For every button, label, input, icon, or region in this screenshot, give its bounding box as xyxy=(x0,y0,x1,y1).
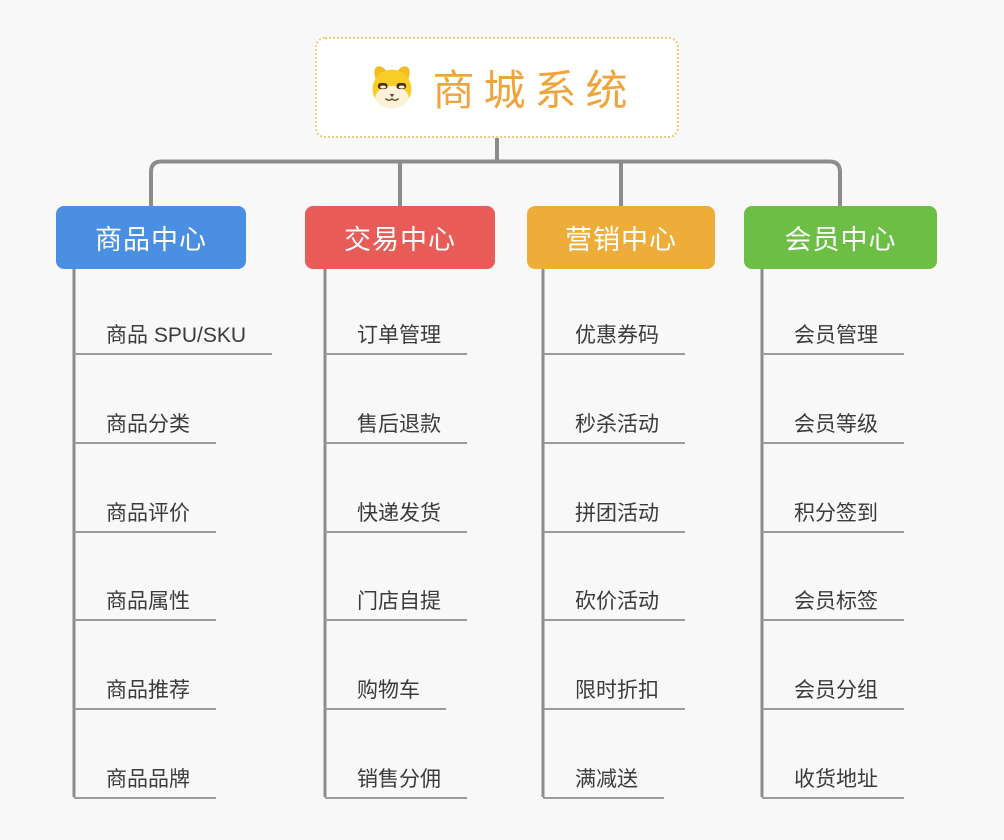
leaf-item-product-center-3[interactable]: 商品属性 xyxy=(74,589,216,621)
leaf-item-member-center-5[interactable]: 收货地址 xyxy=(762,767,904,799)
root-title: 商城系统 xyxy=(432,67,637,114)
leaf-item-marketing-center-3[interactable]: 砍价活动 xyxy=(543,589,685,621)
leaf-item-member-center-4[interactable]: 会员分组 xyxy=(762,678,904,710)
leaf-item-marketing-center-4[interactable]: 限时折扣 xyxy=(543,678,685,710)
leaf-item-trade-center-1[interactable]: 售后退款 xyxy=(325,412,467,444)
leaf-item-trade-center-2[interactable]: 快递发货 xyxy=(325,501,467,533)
leaf-item-member-center-3[interactable]: 会员标签 xyxy=(762,589,904,621)
leaf-item-trade-center-5[interactable]: 销售分佣 xyxy=(325,767,467,799)
leaf-item-product-center-1[interactable]: 商品分类 xyxy=(74,412,216,444)
branch-box-trade-center[interactable]: 交易中心 xyxy=(305,206,495,269)
leaf-item-marketing-center-1[interactable]: 秒杀活动 xyxy=(543,412,685,444)
leaf-item-member-center-0[interactable]: 会员管理 xyxy=(762,323,904,355)
leaf-item-trade-center-3[interactable]: 门店自提 xyxy=(325,589,467,621)
leaf-item-product-center-5[interactable]: 商品品牌 xyxy=(74,767,216,799)
branch-box-marketing-center[interactable]: 营销中心 xyxy=(527,206,715,269)
leaf-item-product-center-0[interactable]: 商品 SPU/SKU xyxy=(74,323,273,355)
leaf-item-trade-center-0[interactable]: 订单管理 xyxy=(325,323,467,355)
leaf-item-product-center-2[interactable]: 商品评价 xyxy=(74,501,216,533)
branch-box-member-center[interactable]: 会员中心 xyxy=(744,206,937,269)
leaf-item-member-center-1[interactable]: 会员等级 xyxy=(762,412,904,444)
dog-face-icon xyxy=(366,64,418,111)
leaf-item-product-center-4[interactable]: 商品推荐 xyxy=(74,678,216,710)
leaf-item-marketing-center-5[interactable]: 满减送 xyxy=(543,767,664,799)
leaf-item-marketing-center-0[interactable]: 优惠券码 xyxy=(543,323,685,355)
leaf-item-trade-center-4[interactable]: 购物车 xyxy=(325,678,446,710)
leaf-item-marketing-center-2[interactable]: 拼团活动 xyxy=(543,501,685,533)
branch-box-product-center[interactable]: 商品中心 xyxy=(56,206,246,269)
root-node[interactable]: 商城系统 xyxy=(315,37,679,138)
leaf-item-member-center-2[interactable]: 积分签到 xyxy=(762,501,904,533)
